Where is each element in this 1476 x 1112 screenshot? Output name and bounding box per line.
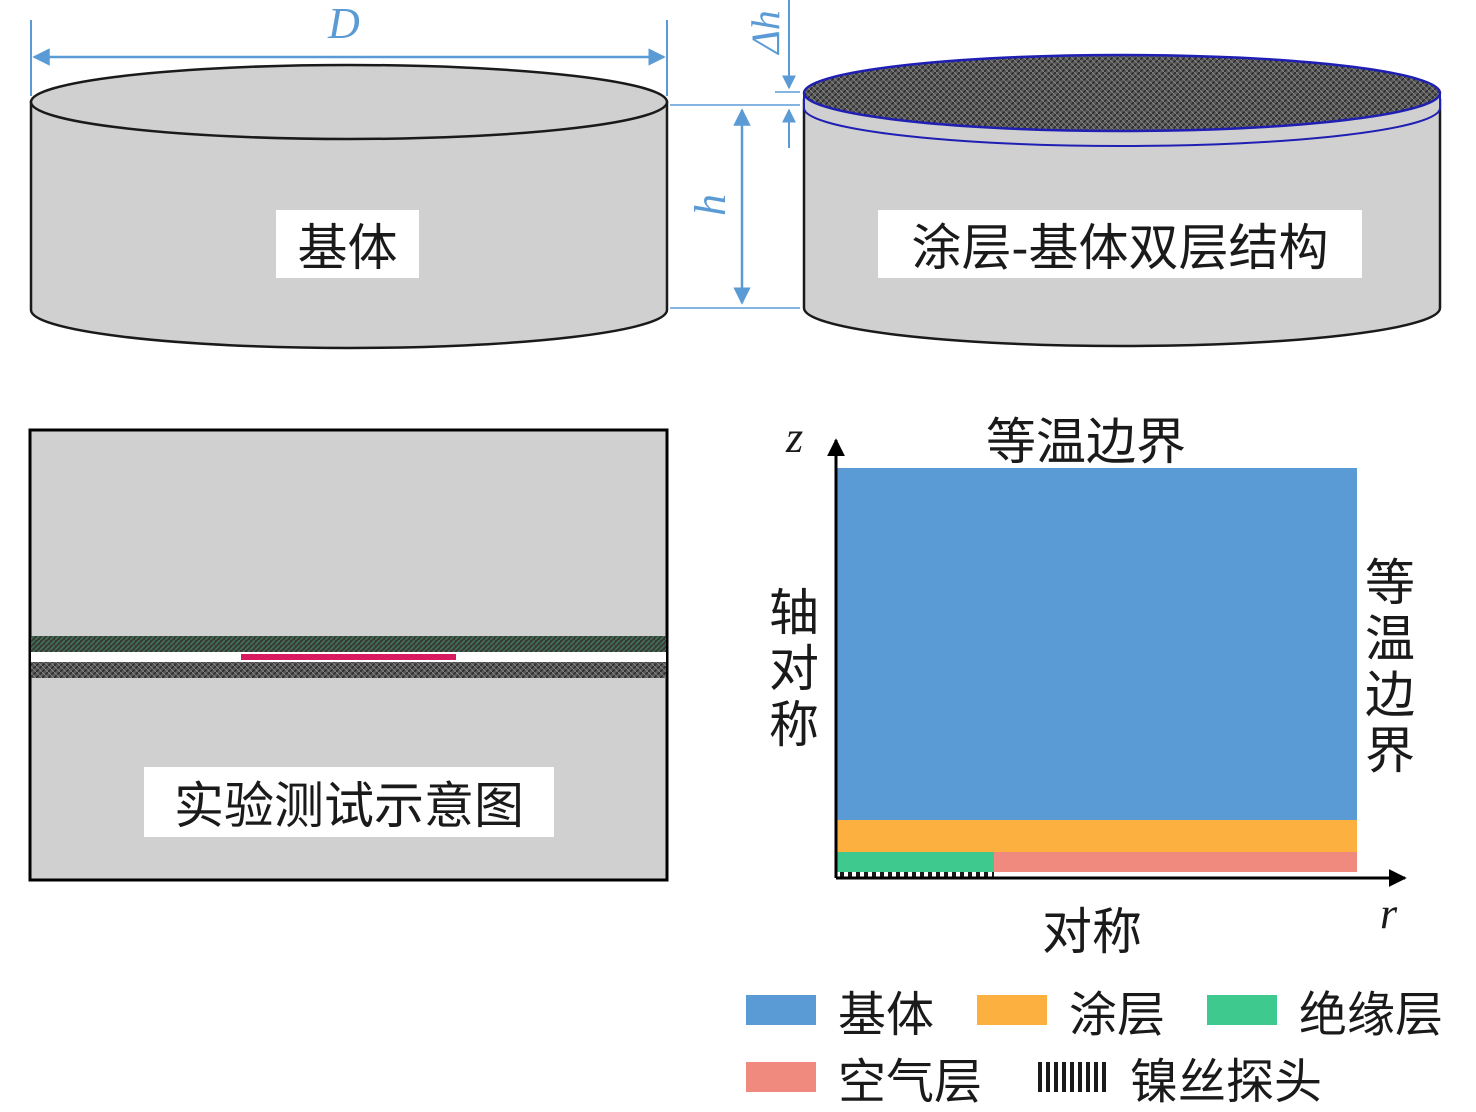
legend-coating: 涂层 <box>977 975 1165 1045</box>
bilayer-label: 涂层-基体双层结构 <box>878 210 1362 278</box>
substrate-label: 基体 <box>276 210 419 278</box>
legend-insulation: 绝缘层 <box>1207 975 1443 1045</box>
right-boundary-char: 界 <box>1365 722 1415 780</box>
diameter-label: D <box>328 0 360 48</box>
bilayer-cylinder <box>802 53 1442 348</box>
coating-thickness-dimension <box>775 0 800 148</box>
bottom-boundary-label: 对称 <box>1042 903 1142 961</box>
experiment-schematic <box>28 428 669 882</box>
legend-substrate: 基体 <box>746 975 934 1045</box>
right-boundary-char: 边 <box>1365 666 1415 724</box>
legend-probe: 镍丝探头 <box>1038 1042 1322 1112</box>
axisymmetric-model <box>827 438 1407 887</box>
air-region <box>994 852 1357 872</box>
height-dimension <box>670 104 800 309</box>
left-boundary-char: 轴 <box>769 584 819 642</box>
r-axis-label: r <box>1380 889 1398 938</box>
right-boundary-label: 等 温 边 界 <box>1360 555 1420 779</box>
legend-text-substrate: 基体 <box>838 987 935 1043</box>
top-boundary-label: 等温边界 <box>986 413 1186 471</box>
experiment-label: 实验测试示意图 <box>144 767 554 837</box>
legend-air: 空气层 <box>746 1042 982 1112</box>
z-axis-label: z <box>786 413 804 462</box>
left-boundary-char: 对 <box>769 640 819 698</box>
insulation-region <box>837 852 994 872</box>
legend-swatch-insulation <box>1207 995 1277 1025</box>
legend-text-insulation: 绝缘层 <box>1299 987 1444 1043</box>
legend-swatch-coating <box>977 995 1047 1025</box>
substrate-region <box>837 468 1357 820</box>
legend-text-air: 空气层 <box>838 1054 983 1110</box>
left-boundary-label: 轴 对 称 <box>764 585 824 753</box>
legend-text-coating: 涂层 <box>1069 987 1166 1043</box>
coating-thickness-label: Δh <box>743 10 788 54</box>
probe-region <box>837 872 994 878</box>
substrate-cylinder <box>29 63 669 350</box>
legend-swatch-air <box>746 1062 816 1092</box>
diameter-dimension <box>30 20 668 96</box>
right-boundary-char: 温 <box>1365 610 1415 668</box>
legend-swatch-probe <box>1038 1062 1108 1092</box>
left-boundary-char: 称 <box>769 696 819 754</box>
legend-swatch-substrate <box>746 995 816 1025</box>
legend-text-probe: 镍丝探头 <box>1130 1054 1323 1110</box>
right-boundary-char: 等 <box>1365 554 1415 612</box>
height-label: h <box>686 194 735 216</box>
coating-region <box>837 820 1357 852</box>
